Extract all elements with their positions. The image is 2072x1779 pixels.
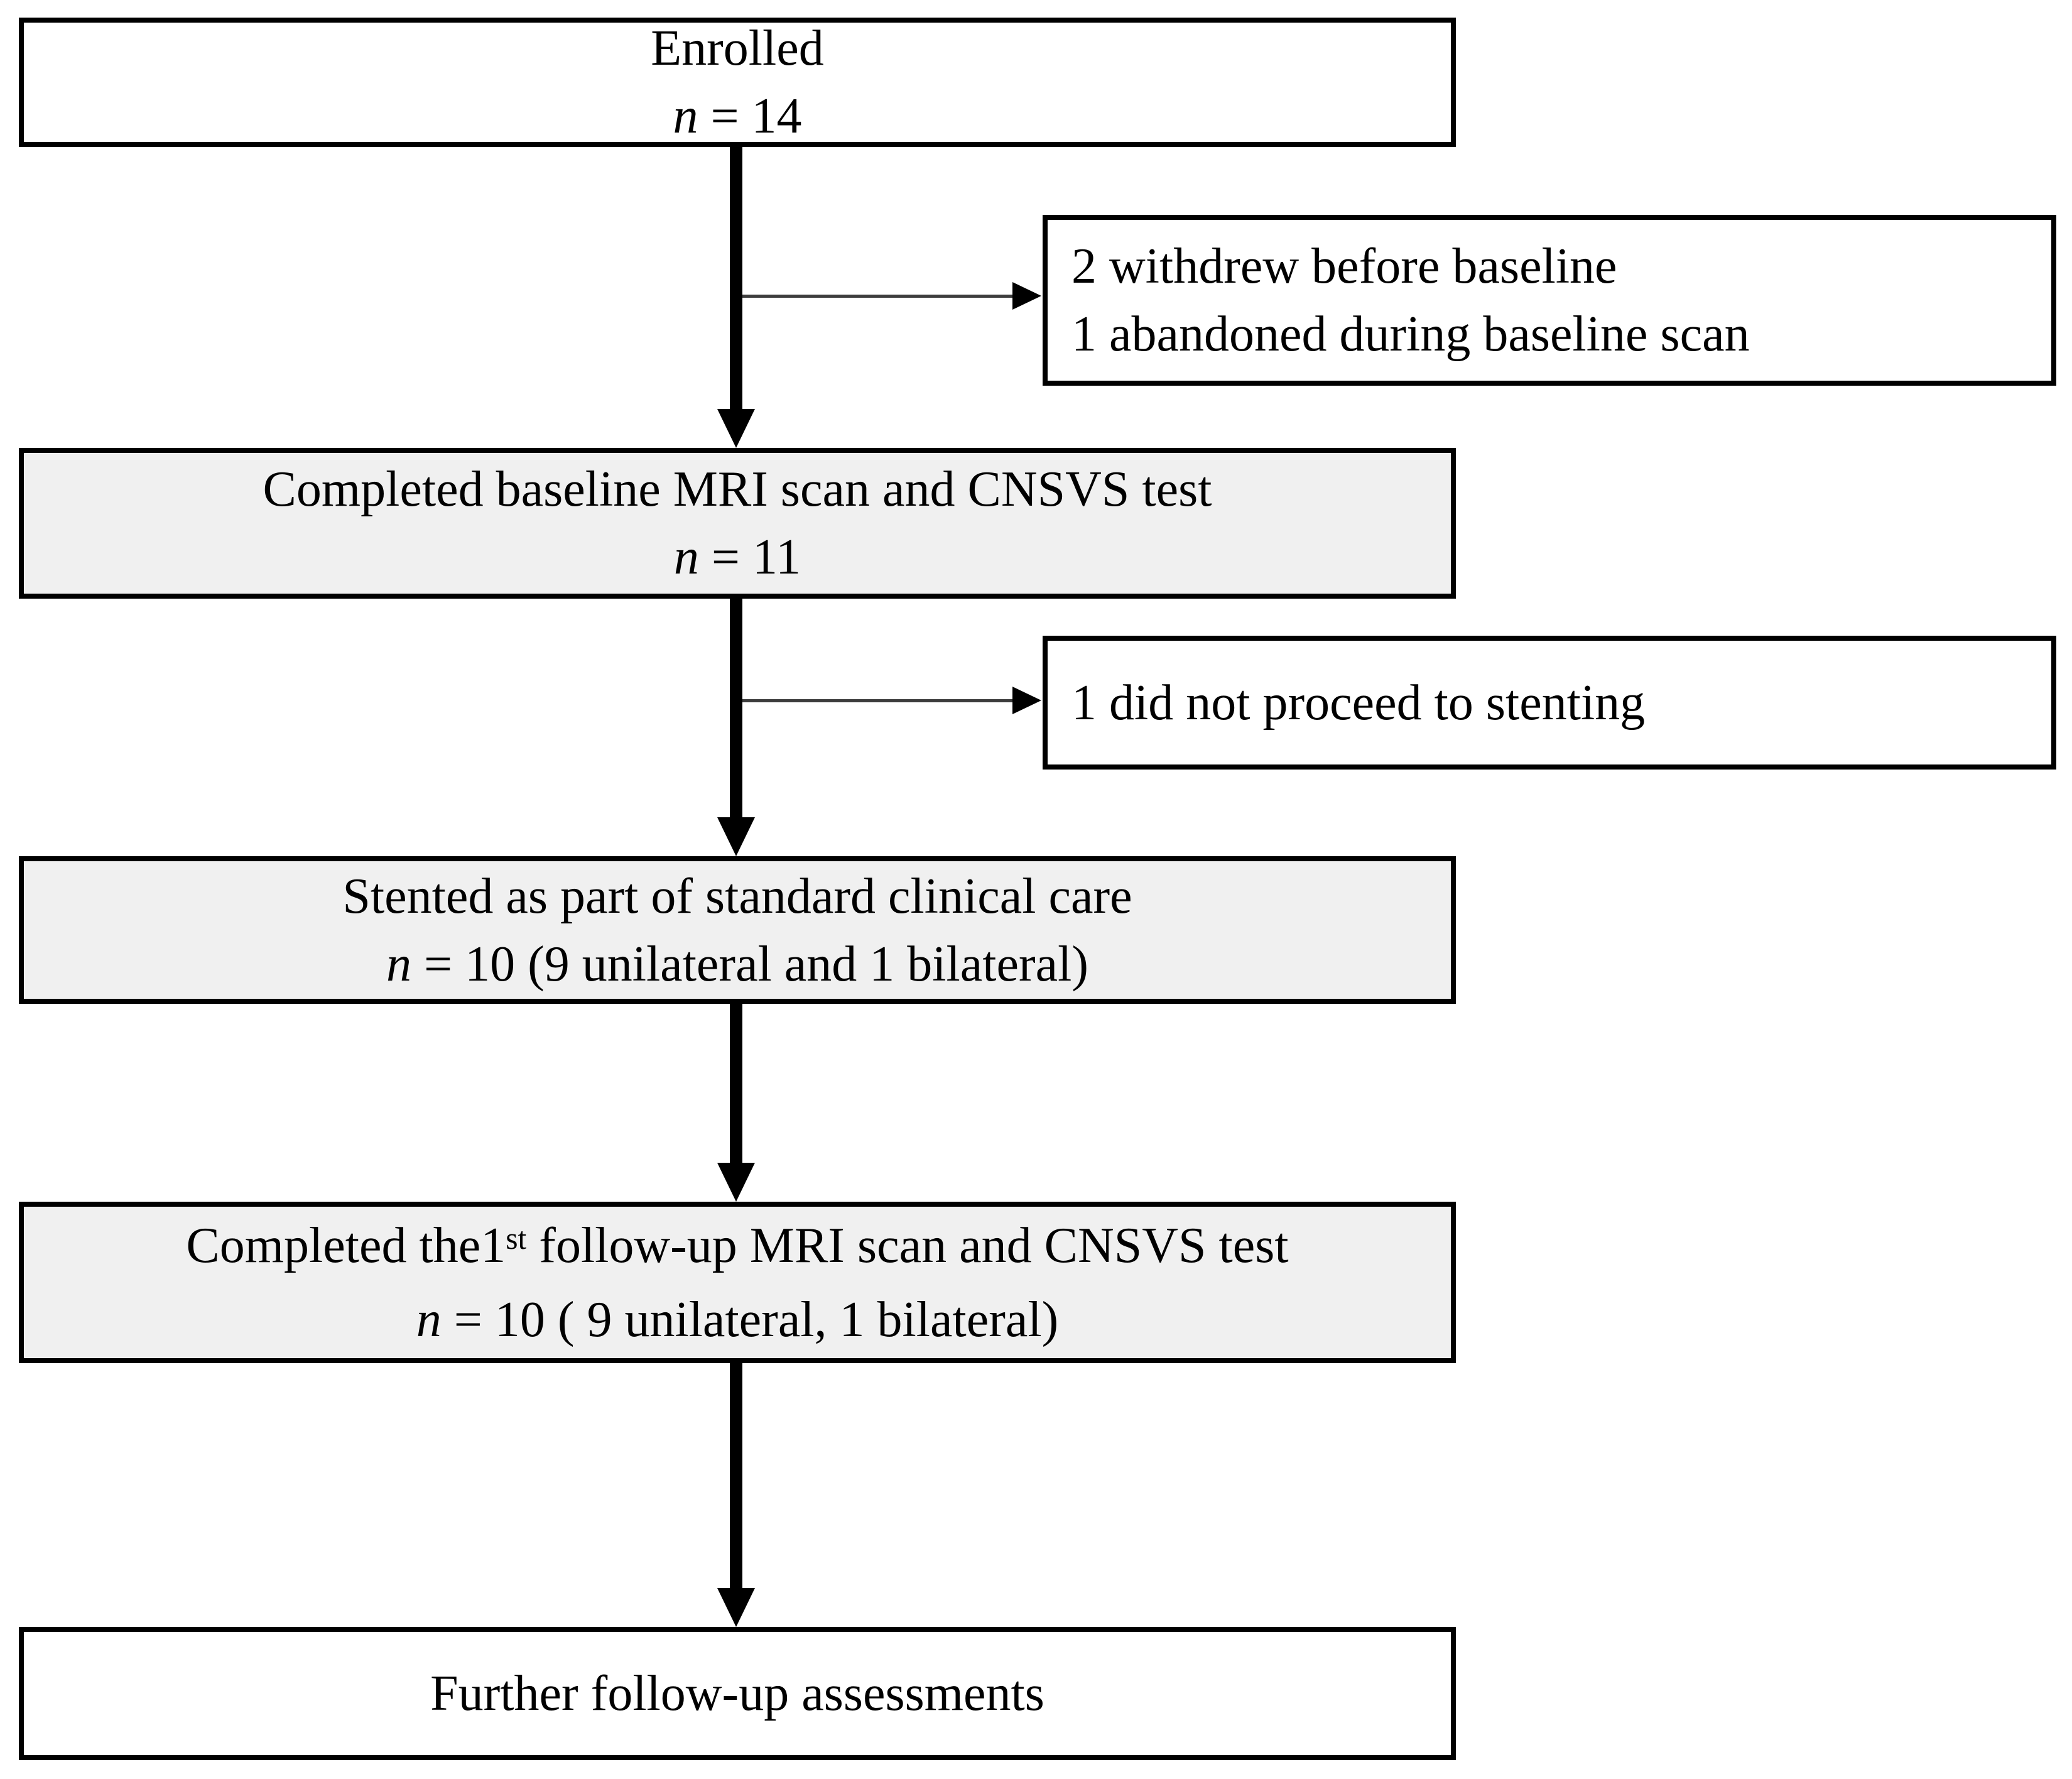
node-baseline-count: n = 11 (674, 523, 801, 591)
n-value: = 10 (9 unilateral and 1 bilateral) (411, 936, 1089, 992)
node-no-stent-line-1: 1 did not proceed to stenting (1071, 675, 1646, 731)
node-enrolled: Enrolled n = 14 (19, 18, 1456, 147)
node-withdrew-line-1: 2 withdrew before baseline (1071, 239, 1617, 294)
node-baseline-title: Completed baseline MRI scan and CNSVS te… (263, 462, 1212, 517)
branch-arrow-1-head (1012, 282, 1041, 310)
flow-arrow-2-head (717, 817, 755, 856)
branch-arrow-2-line (742, 699, 1012, 702)
n-value: = 10 ( 9 unilateral, 1 bilateral) (441, 1292, 1059, 1347)
node-enrolled-count: n = 14 (673, 82, 801, 150)
n-symbol: n (673, 89, 698, 144)
n-symbol: n (386, 936, 411, 992)
n-value: = 11 (698, 530, 801, 585)
node-further-followup: Further follow-up assessments (19, 1627, 1456, 1760)
node-enrolled-title: Enrolled (651, 21, 824, 76)
title-part: follow-up MRI scan and CNSVS test (526, 1217, 1289, 1273)
flow-arrow-1-shaft (730, 147, 742, 411)
ordinal-superscript: st (506, 1221, 527, 1256)
node-further-followup-title: Further follow-up assessments (430, 1666, 1044, 1721)
flow-arrow-4-shaft (730, 1363, 742, 1591)
node-withdrew-line-2: 1 abandoned during baseline scan (1071, 307, 1750, 362)
branch-arrow-1-line (742, 295, 1012, 298)
title-part: Completed the1 (186, 1217, 506, 1273)
node-baseline: Completed baseline MRI scan and CNSVS te… (19, 448, 1456, 599)
node-stented-count: n = 10 (9 unilateral and 1 bilateral) (386, 930, 1088, 998)
flow-arrow-3-shaft (730, 1003, 742, 1165)
n-value: = 14 (698, 89, 802, 144)
node-followup1: Completed the1st follow-up MRI scan and … (19, 1202, 1456, 1363)
node-followup1-count: n = 10 ( 9 unilateral, 1 bilateral) (416, 1286, 1059, 1354)
branch-arrow-2-head (1012, 687, 1041, 714)
node-withdrew: 2 withdrew before baseline 1 abandoned d… (1043, 215, 2056, 386)
node-stented: Stented as part of standard clinical car… (19, 856, 1456, 1004)
node-stented-title: Stented as part of standard clinical car… (342, 868, 1132, 924)
node-no-stent: 1 did not proceed to stenting (1043, 636, 2056, 770)
node-followup1-title: Completed the1st follow-up MRI scan and … (186, 1212, 1288, 1286)
n-symbol: n (673, 530, 699, 585)
flow-arrow-3-head (717, 1163, 755, 1202)
flow-arrow-2-shaft (730, 598, 742, 819)
flow-arrow-4-head (717, 1588, 755, 1627)
n-symbol: n (416, 1292, 442, 1347)
flow-arrow-1-head (717, 409, 755, 448)
